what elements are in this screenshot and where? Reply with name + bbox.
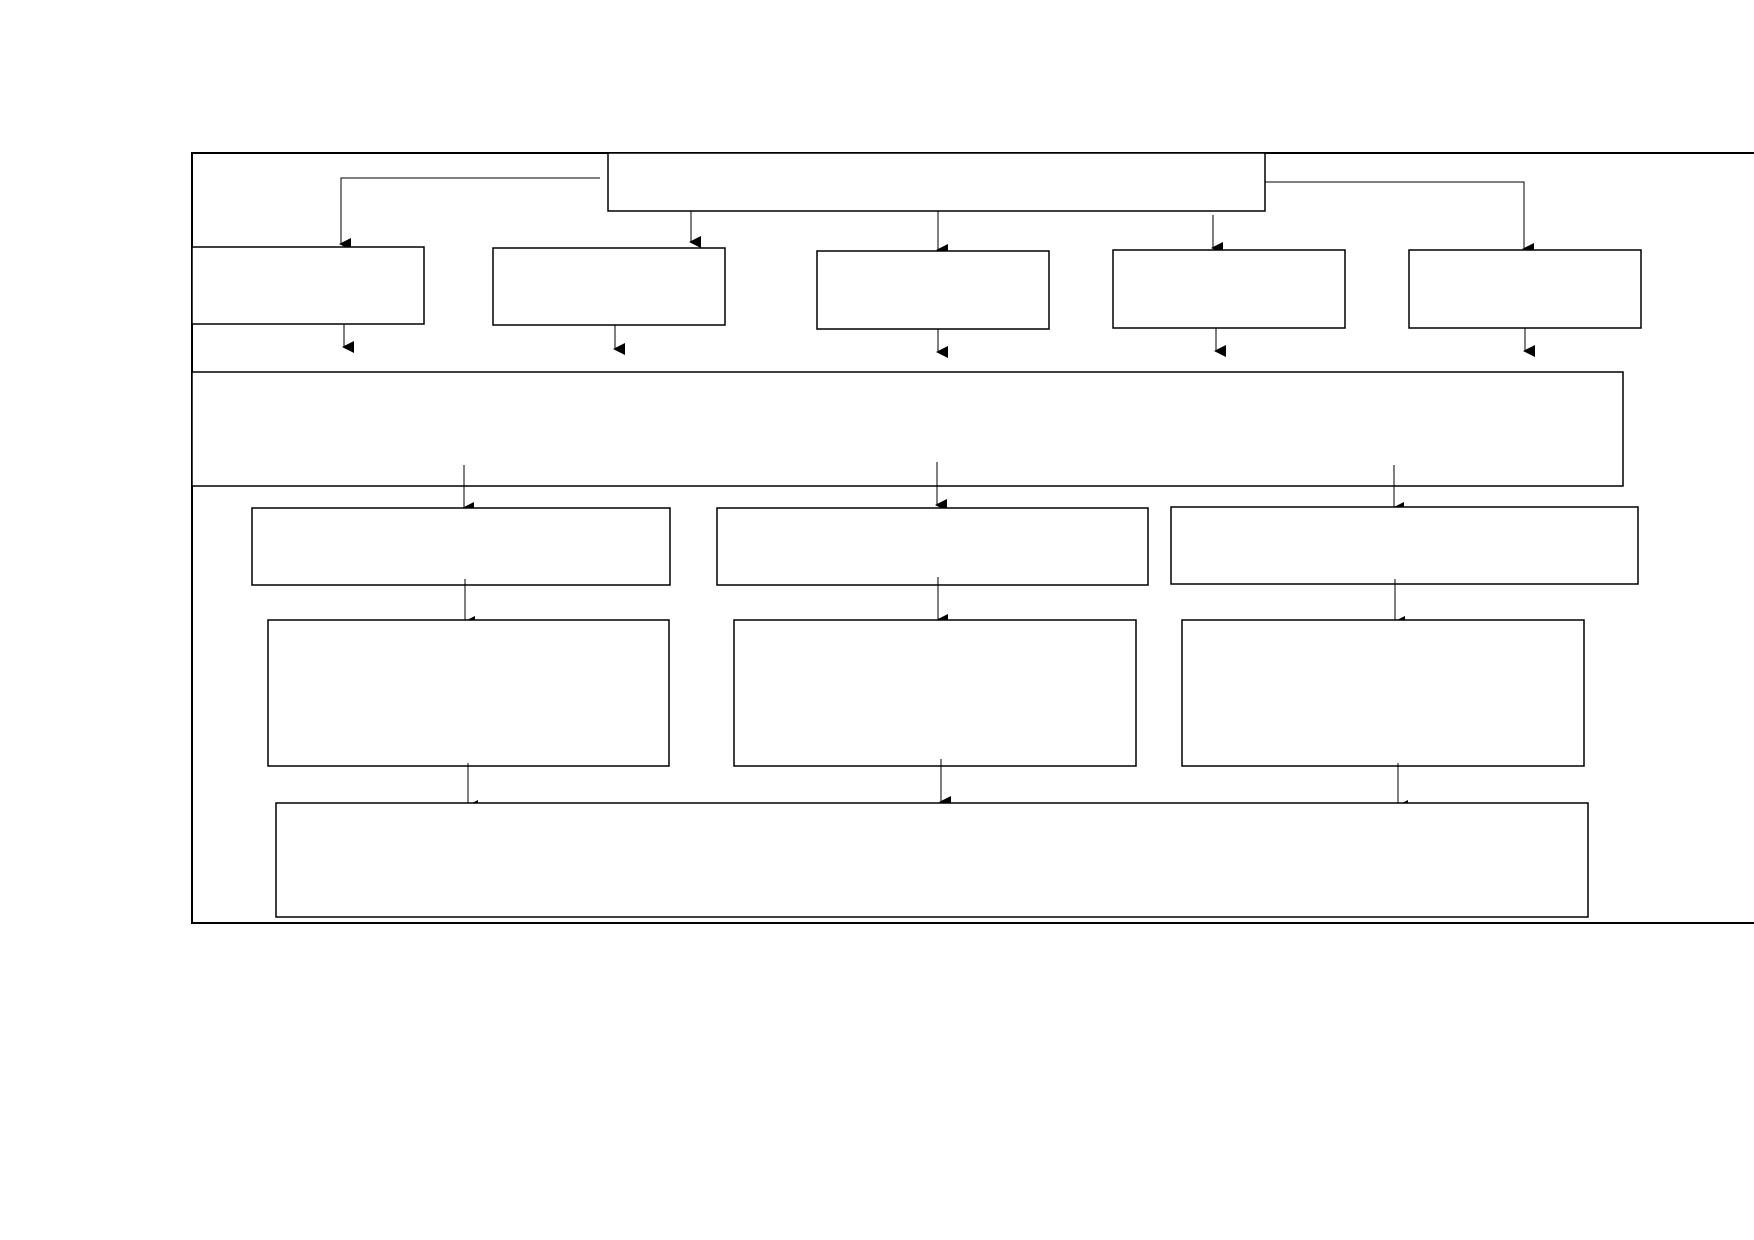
level1-box-2 (492, 247, 726, 326)
connector-root-to-level1-box-1 (339, 177, 600, 250)
level4-box-2 (733, 619, 1137, 767)
root-box (607, 152, 1266, 212)
level1-box-5 (1408, 249, 1642, 329)
level1-box-1 (191, 246, 425, 325)
level2-box (191, 371, 1624, 487)
level1-box-4 (1112, 249, 1346, 329)
level3-box-1 (251, 507, 671, 586)
level1-box-3 (816, 250, 1050, 330)
level4-box-1 (267, 619, 670, 767)
connector-root-to-level1-box-5 (1265, 181, 1534, 255)
level3-box-2 (716, 507, 1149, 586)
level5-box (275, 802, 1589, 918)
level3-box-3 (1170, 506, 1639, 585)
level4-box-3 (1181, 619, 1585, 767)
